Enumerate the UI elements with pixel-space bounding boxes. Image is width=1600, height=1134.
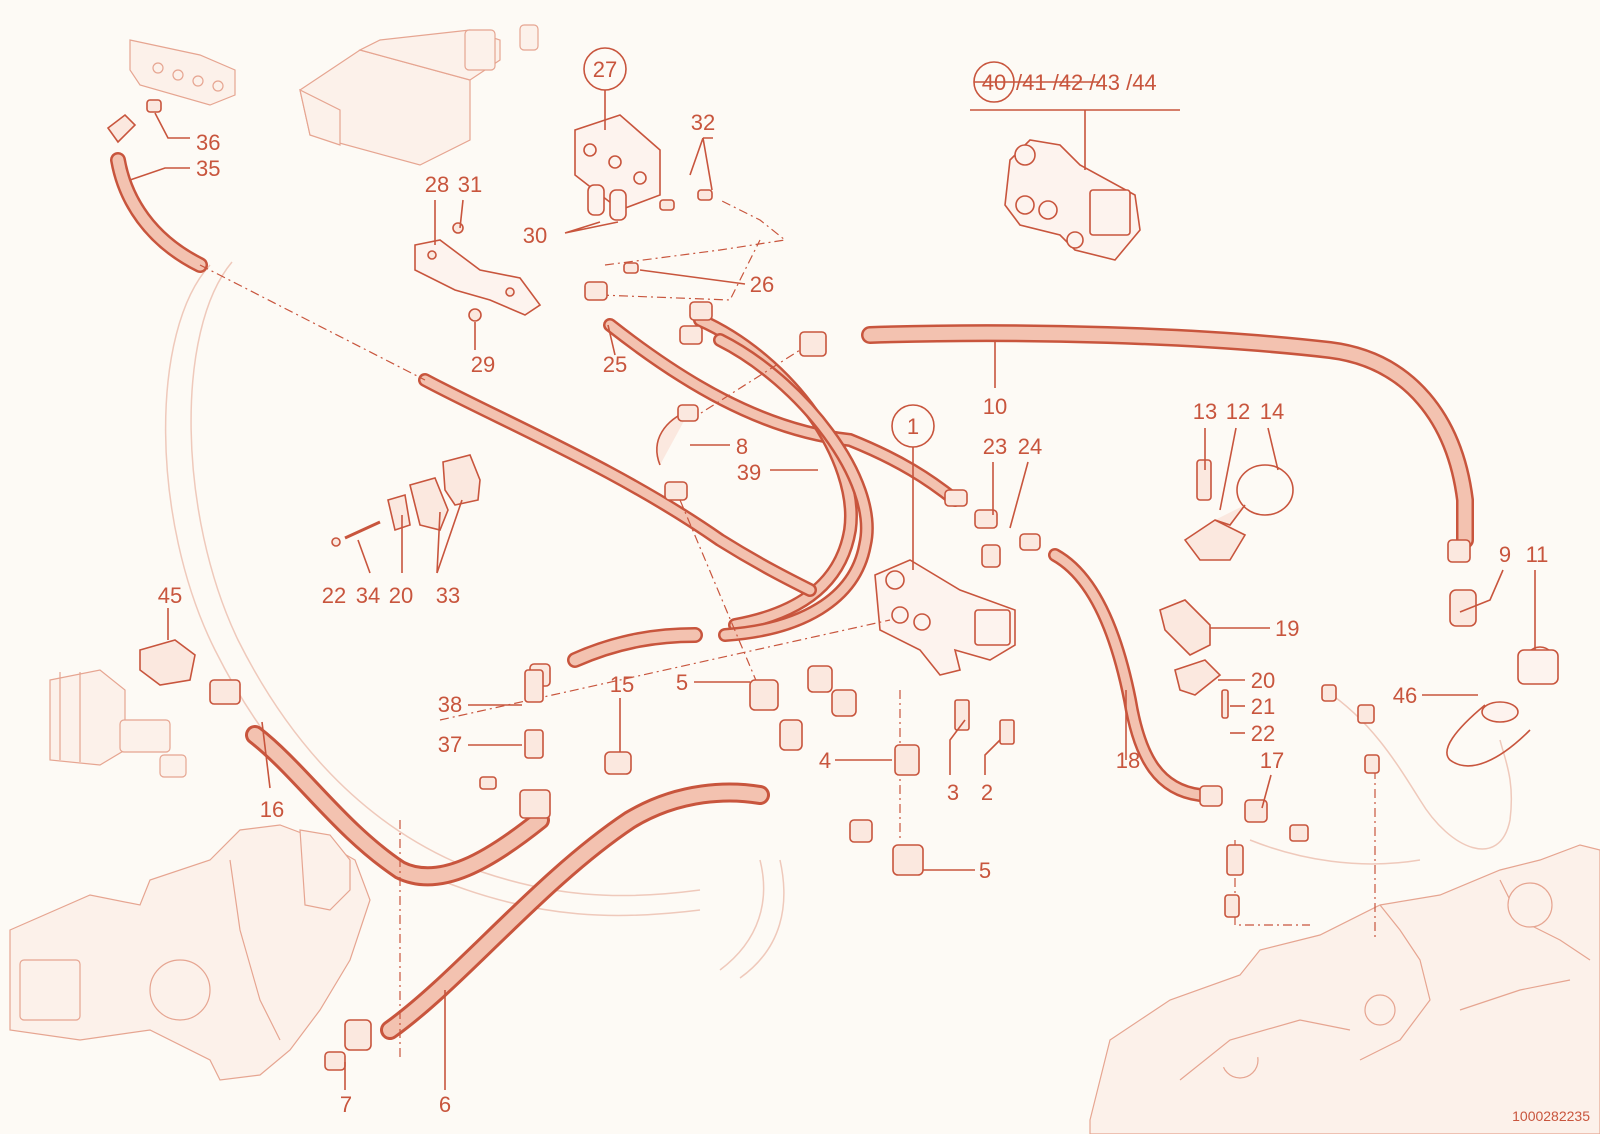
callout-33: 33 (436, 583, 460, 608)
callout-31: 31 (458, 172, 482, 197)
hoses (110, 152, 1474, 1040)
callout-9: 9 (1499, 542, 1511, 567)
callout-24: 24 (1018, 434, 1042, 459)
callout-18: 18 (1116, 748, 1140, 773)
callout-39: 39 (737, 460, 761, 485)
callout-37: 37 (438, 732, 462, 757)
callout-15: 15 (610, 672, 634, 697)
callout-27: 27 (593, 57, 617, 82)
callout-22a: 22 (322, 583, 346, 608)
clamp-19-21 (1159, 599, 1229, 719)
assembly-lines (199, 199, 1376, 1060)
callout-labels: 36 35 27 32 28 31 30 26 29 25 40 /41 /42… (158, 57, 1590, 1124)
transmission-housing (1089, 844, 1600, 1134)
coupler-11 (1517, 649, 1559, 685)
background-outlines (164, 261, 1513, 979)
callout-23: 23 (983, 434, 1007, 459)
callout-10: 10 (983, 394, 1007, 419)
callout-34: 34 (356, 583, 380, 608)
clamp-12-14 (1183, 459, 1294, 561)
callout-11: 11 (1526, 542, 1549, 567)
callout-16: 16 (260, 797, 284, 822)
callout-6: 6 (439, 1092, 451, 1117)
distributor-27 (574, 114, 661, 221)
callout-20a: 20 (389, 583, 413, 608)
callout-36: 36 (196, 130, 220, 155)
callout-22b: 22 (1251, 721, 1275, 746)
callout-12: 12 (1226, 399, 1250, 424)
callout-7: 7 (340, 1092, 352, 1117)
callout-32: 32 (691, 110, 715, 135)
callout-25: 25 (603, 352, 627, 377)
callout-19: 19 (1275, 616, 1299, 641)
valve-assembly-40 (1004, 139, 1141, 261)
callout-28: 28 (425, 172, 449, 197)
callout-45: 45 (158, 583, 182, 608)
callout-41-44: /41 /42 /43 /44 (1016, 70, 1157, 95)
frame-housing (9, 824, 371, 1081)
callout-46: 46 (1393, 683, 1417, 708)
callout-13: 13 (1193, 399, 1217, 424)
callout-5b: 5 (979, 858, 991, 883)
callout-40: 40 (982, 70, 1006, 95)
callout-29: 29 (471, 352, 495, 377)
callout-5a: 5 (676, 670, 688, 695)
valve-block-top-left (129, 24, 539, 166)
bracket-28 (414, 239, 542, 316)
callout-8: 8 (736, 434, 748, 459)
callout-20b: 20 (1251, 668, 1275, 693)
callout-30: 30 (523, 223, 547, 248)
clamp-33-34 (331, 454, 481, 547)
actuator-left (49, 669, 187, 778)
callout-38: 38 (438, 692, 462, 717)
fittings (106, 99, 1477, 1071)
callout-3: 3 (947, 780, 959, 805)
document-number: 1000282235 (1512, 1108, 1590, 1124)
callout-26: 26 (750, 272, 774, 297)
callout-21: 21 (1251, 694, 1275, 719)
leader-lines (129, 81, 1536, 1090)
callout-2: 2 (981, 780, 993, 805)
callout-17: 17 (1260, 748, 1284, 773)
callout-4: 4 (819, 748, 831, 773)
valve-body-1 (874, 559, 1016, 676)
callout-35: 35 (196, 156, 220, 181)
callout-14: 14 (1260, 399, 1284, 424)
callout-1: 1 (907, 414, 919, 439)
